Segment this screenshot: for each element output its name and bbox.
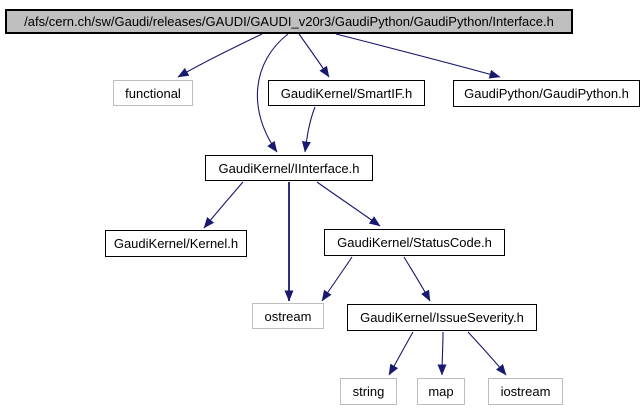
- edge-statuscode-to-ostream: [321, 256, 353, 302]
- node-statuscode-h[interactable]: GaudiKernel/StatusCode.h: [324, 229, 505, 256]
- edge-interface-to-iinterface: [256, 33, 289, 153]
- node-iostream: iostream: [488, 378, 563, 405]
- node-interface-h: /afs/cern.ch/sw/Gaudi/releases/GAUDI/GAU…: [5, 9, 573, 34]
- edge-interface-to-gaudipython: [335, 33, 501, 79]
- node-iinterface-h[interactable]: GaudiKernel/IInterface.h: [205, 155, 373, 181]
- edge-interface-to-functional: [177, 33, 263, 78]
- edge-iinterface-to-kernel: [203, 181, 244, 229]
- node-map: map: [417, 378, 465, 405]
- node-gaudipython-h[interactable]: GaudiPython/GaudiPython.h: [453, 80, 640, 107]
- node-ostream: ostream: [252, 303, 324, 329]
- node-smartif-h[interactable]: GaudiKernel/SmartIF.h: [268, 80, 425, 106]
- edge-issueseverity-to-string: [388, 331, 414, 376]
- edge-statuscode-to-issueseverity: [403, 256, 431, 302]
- node-issueseverity-h[interactable]: GaudiKernel/IssueSeverity.h: [347, 304, 537, 331]
- edge-issueseverity-to-iostream: [467, 331, 507, 376]
- node-string: string: [340, 378, 397, 405]
- node-functional: functional: [113, 80, 193, 106]
- node-kernel-h[interactable]: GaudiKernel/Kernel.h: [105, 230, 247, 257]
- edge-iinterface-to-statuscode: [316, 181, 381, 227]
- edge-interface-to-smartif: [298, 33, 330, 78]
- edge-issueseverity-to-map: [437, 331, 447, 376]
- edge-smartif-to-iinterface: [301, 106, 316, 153]
